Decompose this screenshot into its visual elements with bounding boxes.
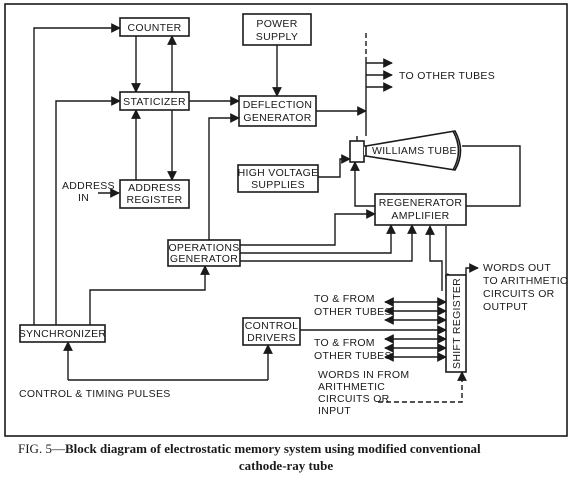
synchronizer-label: SYNCHRONIZER — [19, 328, 107, 340]
words-out-label-1: WORDS OUT — [483, 262, 551, 274]
control-drivers-label-2: DRIVERS — [247, 332, 296, 344]
regenerator-label-2: AMPLIFIER — [391, 210, 449, 222]
williams-tube-label: WILLIAMS TUBE — [372, 145, 457, 157]
control-timing-label: CONTROL & TIMING PULSES — [19, 388, 171, 400]
words-in-label-2: ARITHMETIC — [318, 381, 385, 393]
operations-generator-label-1: OPERATIONS — [168, 242, 239, 254]
words-out-label-2: TO ARITHMETIC — [483, 275, 568, 287]
address-register-label-1: ADDRESS — [128, 182, 181, 194]
figure-title-line-2: cathode-ray tube — [239, 458, 333, 473]
shift-register-label: SHIFT REGISTER — [451, 278, 463, 369]
deflection-generator-block: DEFLECTION GENERATOR — [238, 95, 317, 127]
to-from-upper-label-1: TO & FROM — [314, 293, 375, 305]
shift-register-block: SHIFT REGISTER — [445, 274, 467, 373]
synchronizer-block: SYNCHRONIZER — [19, 324, 107, 343]
staticizer-label: STATICIZER — [123, 96, 186, 108]
high-voltage-supplies-block: HIGH VOLTAGE SUPPLIES — [237, 164, 319, 193]
staticizer-block: STATICIZER — [119, 91, 190, 111]
operations-generator-block: OPERATIONS GENERATOR — [167, 239, 241, 267]
regenerator-label-1: REGENERATOR — [379, 197, 463, 209]
figure-number: FIG. 5— — [18, 441, 66, 456]
control-drivers-block: CONTROL DRIVERS — [242, 317, 301, 346]
words-in-label-1: WORDS IN FROM — [318, 369, 409, 381]
to-from-lower-label-2: OTHER TUBES — [314, 350, 392, 362]
address-in-label-2: IN — [78, 192, 89, 204]
to-from-lower-label-1: TO & FROM — [314, 337, 375, 349]
power-supply-block: POWER SUPPLY — [242, 13, 312, 46]
words-in-label-3: CIRCUITS OR — [318, 393, 390, 405]
words-in-label-4: INPUT — [318, 405, 351, 417]
counter-block: COUNTER — [119, 17, 190, 37]
power-supply-label-1: POWER — [256, 18, 297, 30]
address-register-label-2: REGISTER — [126, 194, 182, 206]
williams-tube-shape — [349, 130, 462, 171]
power-supply-label-2: SUPPLY — [256, 31, 298, 43]
address-in-label-1: ADDRESS — [62, 180, 115, 192]
words-out-label-3: CIRCUITS OR — [483, 288, 555, 300]
words-out-label-4: OUTPUT — [483, 301, 528, 313]
figure-caption-line-1: FIG. 5—Block diagram of electrostatic me… — [18, 441, 481, 456]
address-register-block: ADDRESS REGISTER — [119, 179, 190, 209]
regenerator-amplifier-block: REGENERATOR AMPLIFIER — [374, 193, 467, 226]
high-voltage-label-1: HIGH VOLTAGE — [238, 167, 319, 179]
operations-generator-label-2: GENERATOR — [170, 253, 238, 265]
to-from-upper-label-2: OTHER TUBES — [314, 306, 392, 318]
high-voltage-label-2: SUPPLIES — [251, 179, 305, 191]
deflection-generator-label-2: GENERATOR — [243, 112, 311, 124]
counter-label: COUNTER — [127, 22, 181, 34]
deflection-generator-label-1: DEFLECTION — [243, 99, 313, 111]
control-drivers-label-1: CONTROL — [245, 320, 298, 332]
to-other-tubes-label: TO OTHER TUBES — [399, 70, 495, 82]
figure-title-line-1: Block diagram of electrostatic memory sy… — [65, 441, 481, 456]
diagram-frame — [4, 3, 568, 437]
